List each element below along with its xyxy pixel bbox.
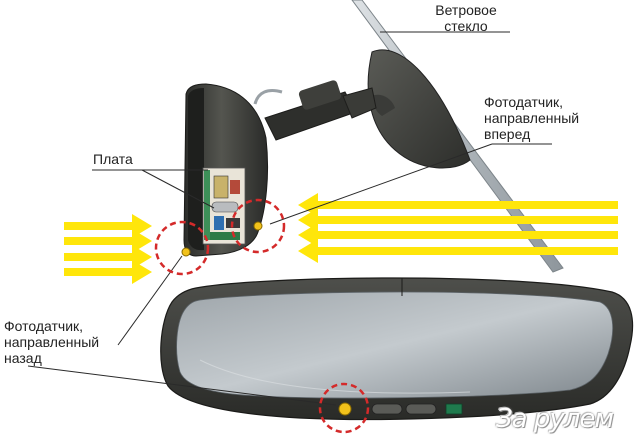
- windshield-label-line-1: Ветровое: [435, 2, 497, 18]
- arrow-left-icon: [298, 223, 618, 247]
- status-led: [445, 403, 463, 415]
- light-arrows-rear: [64, 214, 152, 284]
- arrow-right-icon: [64, 245, 152, 269]
- mirror-button-left: [371, 403, 403, 415]
- highlight-circles: [154, 198, 370, 434]
- front-sensor-label-line-2: направленный: [484, 110, 580, 126]
- rear-sensor-label: Фотодатчик, направленный назад: [4, 318, 99, 366]
- rear-sensor-label-line-3: назад: [4, 350, 42, 366]
- arrow-left-icon: [298, 208, 618, 232]
- dashed-circle-icon: [318, 382, 370, 434]
- windshield-label-line-2: стекло: [444, 18, 488, 34]
- leader-lines: [27, 31, 552, 406]
- rear-sensor-mirror: [338, 402, 352, 416]
- circuit-board: [202, 167, 246, 245]
- rear-sensor-label-line-2: направленный: [4, 334, 100, 350]
- board-label: Плата: [93, 151, 133, 167]
- arrow-right-icon: [64, 214, 152, 238]
- rearview-mirror: [160, 277, 634, 421]
- mirror-button-right: [405, 403, 437, 415]
- leader-board-diag: [141, 169, 215, 209]
- arrow-left-icon: [298, 193, 618, 217]
- leader-rear-down: [27, 365, 337, 406]
- dashed-circle-icon: [154, 220, 210, 276]
- dashed-circle-icon: [230, 198, 286, 254]
- front-sensor-top: [253, 221, 263, 231]
- front-sensor-label-line-3: вперед: [484, 126, 531, 142]
- mirror-glass: [176, 291, 614, 399]
- rear-sensor-top: [181, 247, 191, 257]
- watermark-logo: За рулем: [496, 404, 614, 434]
- windshield-mount: [367, 49, 471, 169]
- mount-arm: [253, 80, 377, 141]
- front-sensor-label-line-1: Фотодатчик,: [484, 94, 564, 110]
- leader-front-diag: [269, 143, 493, 225]
- light-arrows-front: [298, 193, 618, 263]
- arrow-right-icon: [64, 260, 152, 284]
- arrow-right-icon: [64, 229, 152, 253]
- rear-sensor-label-line-1: Фотодатчик,: [4, 318, 84, 334]
- front-sensor-label: Фотодатчик, направленный вперед: [484, 94, 579, 142]
- arrow-left-icon: [298, 239, 618, 263]
- windshield-label: Ветровое стекло: [418, 2, 514, 34]
